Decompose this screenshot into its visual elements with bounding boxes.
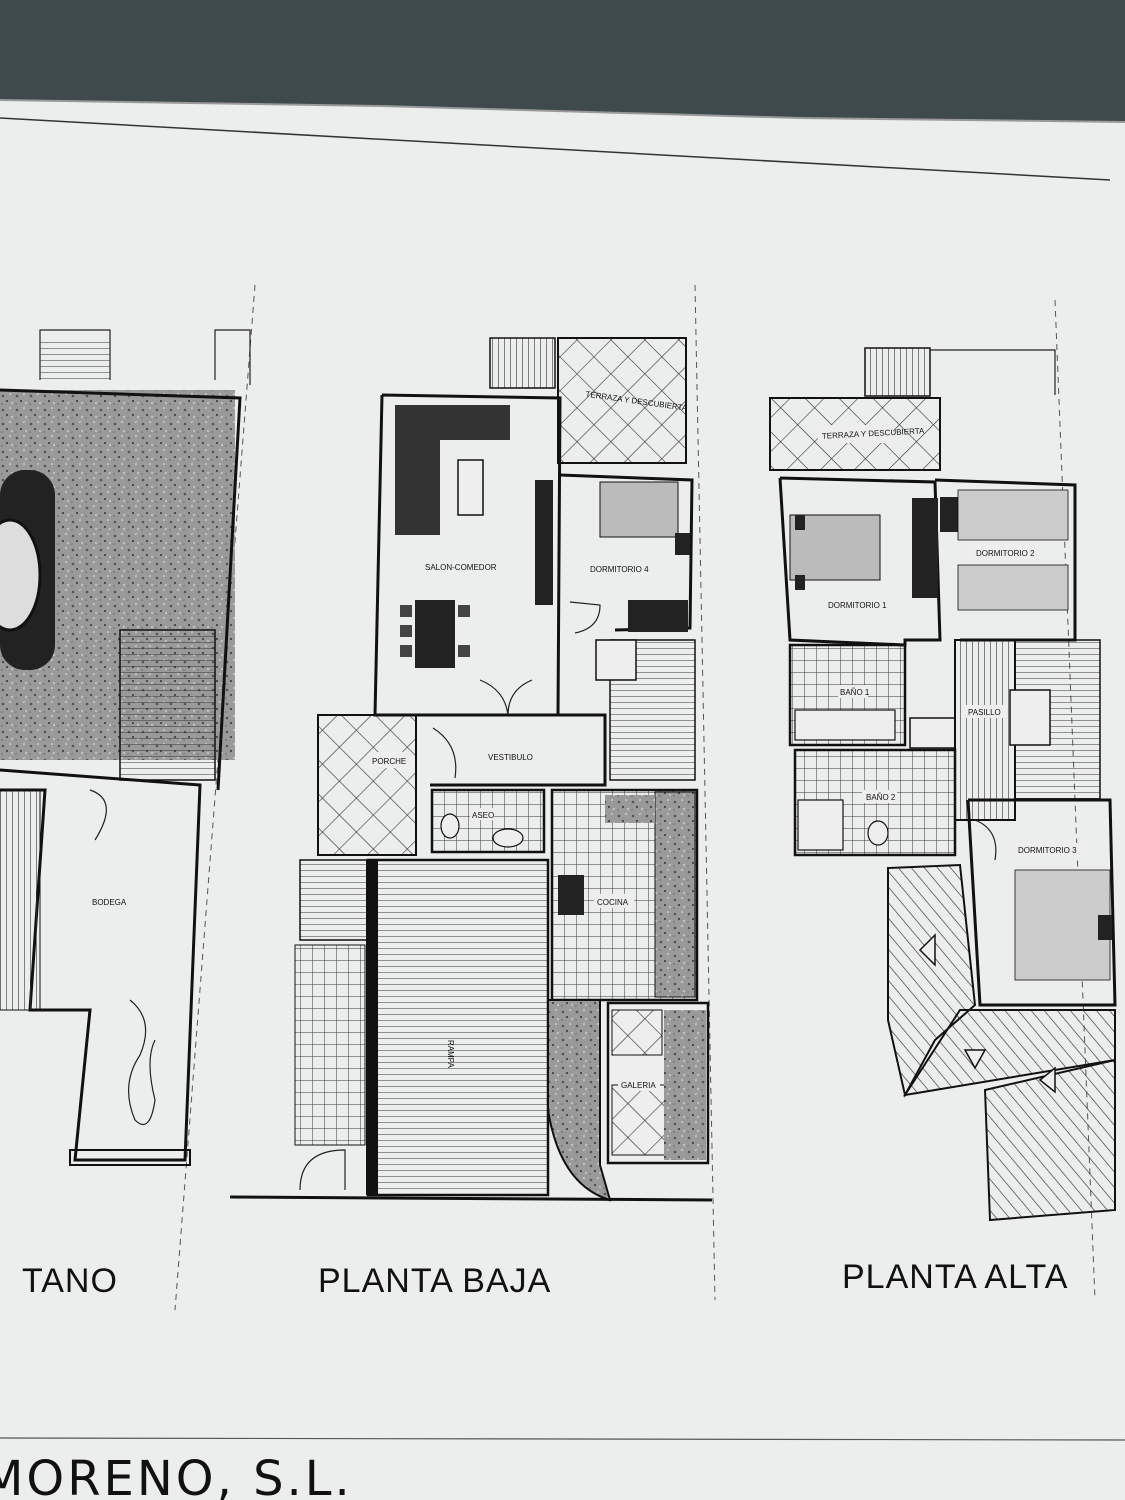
label-bano2: BAÑO 2 [866, 793, 896, 802]
bottom-border-line [0, 1437, 1125, 1441]
separator-dashed-2 [694, 284, 716, 1301]
plan-label-sotano: TANO [22, 1262, 118, 1300]
plan-label-planta-baja: PLANTA BAJA [318, 1262, 551, 1300]
label-galeria: GALERIA [621, 1081, 656, 1090]
label-salon: SALON-COMEDOR [425, 563, 497, 572]
label-dormitorio1: DORMITORIO 1 [828, 601, 887, 610]
label-bano1: BAÑO 1 [840, 688, 870, 697]
label-porche: PORCHE [372, 757, 406, 766]
label-cocina: COCINA [597, 898, 629, 907]
label-dormitorio2: DORMITORIO 2 [976, 549, 1035, 558]
plan-planta-baja: TERRAZA Y DESCUBIERTA SALON-COMEDOR DORM… [229, 337, 713, 1202]
border-line [0, 117, 1111, 181]
label-bodega: BODEGA [92, 898, 127, 907]
roof-slope-2 [902, 1009, 1116, 1097]
paper-top-edge [0, 99, 1125, 123]
roof-slope-1 [887, 863, 977, 1098]
label-aseo: ASEO [472, 811, 494, 820]
plan-planta-alta: TERRAZA Y DESCUBIERTA DORMITORIO 1 DORMI… [769, 347, 1117, 1222]
garden-area [547, 999, 612, 1202]
label-rampa: RAMPA [446, 1040, 455, 1069]
label-dormitorio3: DORMITORIO 3 [1018, 846, 1077, 855]
company-name: MORENO, S.L. [0, 1451, 353, 1500]
label-dormitorio4: DORMITORIO 4 [590, 565, 649, 574]
plan-label-planta-alta: PLANTA ALTA [842, 1258, 1068, 1296]
label-vestibulo: VESTIBULO [488, 753, 533, 762]
label-pasillo: PASILLO [968, 708, 1001, 717]
roof-slope-3 [983, 1058, 1116, 1222]
plan-sotano: BODEGA [0, 329, 251, 1166]
